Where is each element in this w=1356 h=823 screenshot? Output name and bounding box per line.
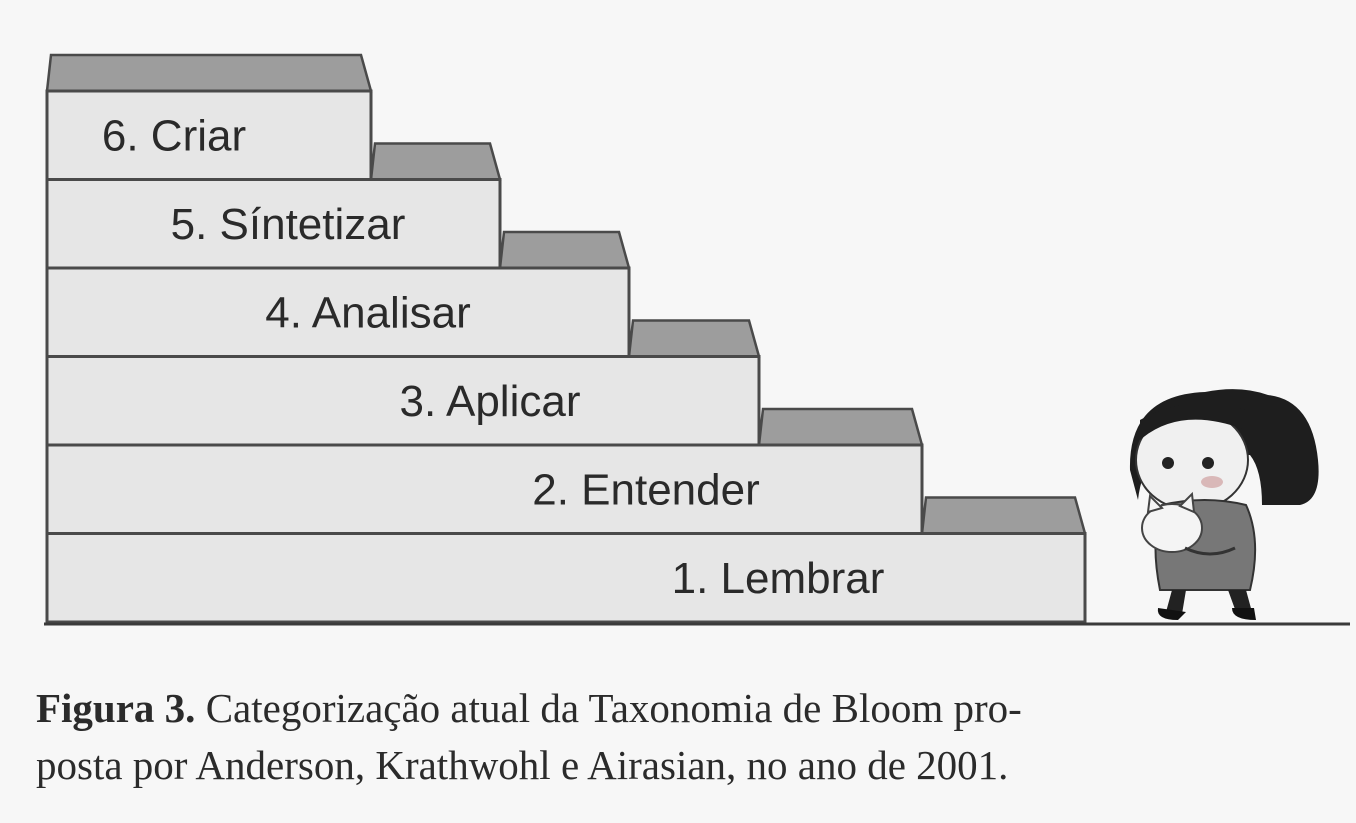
step-2-label: 2. Entender (532, 465, 760, 514)
caption-line-2: posta por Anderson, Krathwohl e Airasian… (36, 742, 1009, 788)
caption-line-1: Figura 3. Categorização atual da Taxonom… (36, 680, 1326, 737)
step-5-label: 5. Síntetizar (171, 200, 406, 249)
step-4: 4. Analisar (45, 230, 631, 358)
step-6: 6. Criar (45, 53, 373, 181)
step-5-riser (45, 178, 502, 270)
staircase-diagram: 1. Lembrar 2. Entender 3. Aplicar 4. Analis… (44, 53, 1350, 626)
figure-caption: Figura 3. Categorização atual da Taxonom… (36, 680, 1326, 794)
step-4-label: 4. Analisar (265, 288, 470, 337)
step-6-label: 6. Criar (102, 111, 246, 160)
step-4-tread (498, 230, 631, 270)
girl-shoes (1157, 608, 1256, 620)
step-2-riser (45, 443, 924, 535)
step-3: 3. Aplicar (45, 319, 761, 447)
step-2: 2. Entender (45, 407, 924, 535)
girl-bangs (1140, 402, 1246, 440)
girl-cheek (1201, 476, 1223, 488)
step-1: 1. Lembrar (45, 496, 1087, 624)
girl-eye-left (1162, 457, 1174, 469)
girl-arm (1184, 546, 1236, 556)
cat-ears (1146, 491, 1196, 514)
step-3-label: 3. Aplicar (400, 377, 581, 426)
step-3-tread (627, 319, 761, 358)
caption-figure-label: Figura 3. (36, 685, 196, 731)
step-6-riser (45, 89, 373, 181)
step-1-label: 1. Lembrar (672, 554, 885, 603)
steps-layer: 1. Lembrar 2. Entender 3. Aplicar 4. Analis… (45, 53, 1087, 624)
step-1-riser (45, 532, 1087, 624)
step-5-tread (369, 142, 502, 181)
step-1-tread (920, 496, 1087, 535)
step-3-riser (45, 355, 761, 447)
girl-eye-right (1202, 457, 1214, 469)
cat-icon (1141, 503, 1203, 553)
girl-with-cat-illustration (1129, 389, 1319, 620)
step-2-tread (757, 407, 924, 447)
step-5: 5. Síntetizar (45, 142, 502, 270)
caption-text-1: Categorização atual da Taxonomia de Bloo… (195, 685, 1022, 731)
step-6-tread (45, 53, 373, 93)
girl-legs (1166, 590, 1252, 614)
